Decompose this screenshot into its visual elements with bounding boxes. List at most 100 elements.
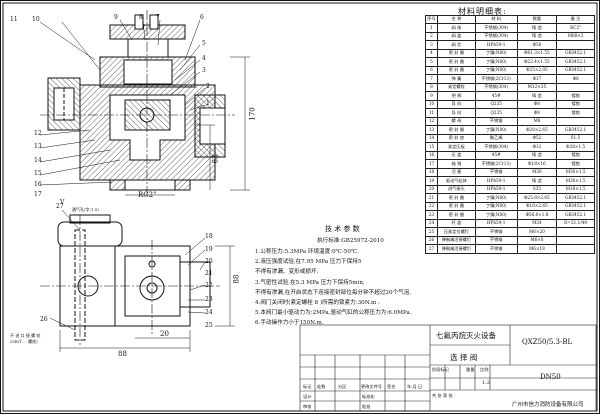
bom-cell: HPb59-1	[474, 218, 518, 228]
bom-cell: HPb59-1	[474, 176, 518, 186]
bom-cell: GB3452.1	[556, 125, 595, 135]
bom-cell: 压 盖	[436, 150, 476, 160]
tb-standardize: 标准化	[362, 394, 375, 399]
tb-mark: 标记	[303, 384, 312, 389]
part-callout: 7	[156, 14, 160, 21]
tb-approve: 批准	[362, 404, 371, 409]
part-callout: 6	[200, 14, 204, 21]
bom-cell: 阀 体	[436, 23, 476, 33]
spec-line: 4.阀门关闭时(紧定螺栓 8 )所需的锁紧力:30N.m .	[255, 300, 380, 307]
part-callout: 26	[40, 316, 48, 323]
bom-cell: GB3452.1	[556, 201, 595, 211]
bom-title: 材料明细表:	[458, 7, 507, 16]
bom-cell	[556, 235, 595, 245]
bom-cell: 丁腈(N80)	[474, 125, 518, 135]
part-callout: 9	[114, 14, 118, 21]
bom-cell: 铸 造	[516, 91, 558, 101]
bom-header-cell: 序号	[425, 15, 438, 24]
bom-cell: 驱动气缸体	[436, 176, 476, 186]
bom-cell: D=21.1/49	[556, 218, 595, 228]
bom-cell: 紧定螺栓	[436, 82, 476, 92]
nominal-size: DN50	[540, 373, 561, 381]
bom-cell: 密 封 垫	[436, 133, 476, 143]
part-callout: 14	[34, 157, 42, 164]
dim-rc2: RC2"	[138, 191, 157, 199]
bom-cell: 密 封 圈	[436, 193, 476, 203]
title-block: 标记 处数 分区 更改文件号 签名 年.月.日 设计 标准化 审核 批准 阶段标…	[300, 325, 596, 411]
part-callout: 8	[139, 14, 143, 21]
part-callout: 24	[205, 309, 213, 316]
part-callout: 10	[32, 16, 40, 23]
bom-cell: 7	[425, 74, 438, 84]
part-callout: 13	[34, 143, 42, 150]
vent-note: 通气孔(字:1.5)	[72, 207, 99, 212]
tb-date: 年.月.日	[407, 384, 423, 389]
tb-change-doc: 更改文件号	[361, 384, 382, 389]
bom-cell: M30×1.5	[556, 176, 595, 186]
bom-cell: δ1.5	[556, 133, 595, 143]
external-view	[40, 209, 235, 352]
bom-cell: 阀 芯	[436, 40, 476, 50]
bom-cell: 密 封 圈	[436, 125, 476, 135]
bom-cell: 不锈钢(304)	[474, 23, 518, 33]
bom-cell: 不锈钢	[474, 235, 518, 245]
bom-cell: 45#	[474, 91, 518, 101]
bom-cell: 镀铬	[556, 108, 595, 118]
tb-stage: 阶段标记	[432, 367, 449, 372]
bom-cell: M6×8	[516, 235, 558, 245]
bom-cell: Φ56	[516, 40, 558, 50]
bom-cell: 铸 造	[516, 176, 558, 186]
spec-line: 5.本阀门最小驱动力为:2MPa,驱动气缸的公称压力为:6.0MPa.	[255, 310, 412, 317]
part-callout: 12	[34, 130, 42, 137]
bom-cell: 阀 盖	[436, 31, 476, 41]
bom-cell: 铸 造	[516, 31, 558, 41]
bom-cell	[556, 82, 595, 92]
bom-header-cell: 材 料	[474, 15, 518, 24]
spec-line: 2.液压强度试验,在7.95 MPa 压力下保持5	[255, 259, 362, 266]
bom-cell: 压紧定位螺钉	[436, 227, 476, 237]
bom-cell: 丁腈(N80)	[474, 193, 518, 203]
section-view	[39, 10, 250, 198]
bom-cell: 杆 盖	[436, 218, 476, 228]
bom-cell: 丁腈(N80)	[474, 48, 518, 58]
bom-cell: HPb59-1	[474, 40, 518, 50]
bom-cell: 6	[425, 65, 438, 75]
bom-cell: M30×1.5	[556, 167, 595, 177]
bom-cell: 14	[425, 133, 438, 143]
bom-cell: 弹 簧	[436, 74, 476, 84]
spec-line: 不得有渗漏,在开启状态下连接密封部位每分钟不超过20个气泡.	[255, 289, 412, 296]
bom-cell: 不锈钢(2Cr13)	[474, 159, 518, 169]
bom-cell: 聚乙烯	[474, 133, 518, 143]
bom-cell: M12×35	[516, 82, 558, 92]
part-callout: 3	[202, 67, 206, 74]
part-callout: 17	[34, 191, 42, 198]
bom-cell: 不锈钢(304)	[474, 82, 518, 92]
bom-cell: 把 柄	[436, 91, 476, 101]
bom-cell: 弹制端活接螺钉	[436, 235, 476, 245]
bom-cell	[556, 227, 595, 237]
bom-cell: 13	[425, 125, 438, 135]
bom-cell: 不锈钢	[474, 244, 518, 254]
bom-cell: 不锈钢	[474, 167, 518, 177]
bom-cell: 17	[425, 159, 438, 169]
bom-header-cell: 数量	[516, 15, 558, 24]
bom-cell: 不锈钢(304)	[474, 31, 518, 41]
tb-sheets: 共 张 第 张	[432, 393, 453, 398]
tb-scale-value: 1:2	[482, 380, 491, 386]
bom-cell: M8	[516, 116, 558, 126]
part-callout: 2	[206, 83, 210, 90]
tb-zone: 分区	[338, 384, 347, 389]
bom-cell: 3	[425, 40, 438, 50]
